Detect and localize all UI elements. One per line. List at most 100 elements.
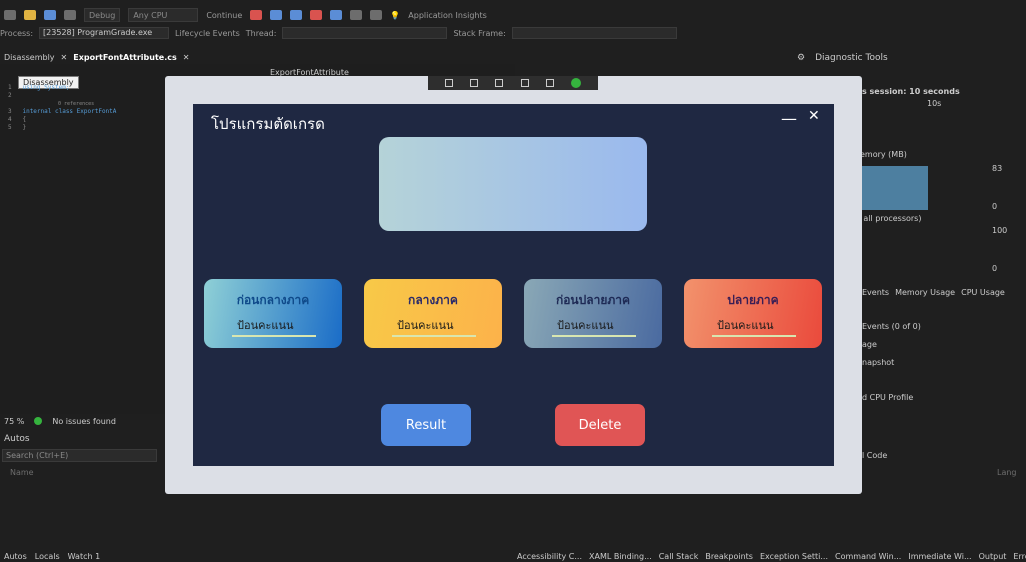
save-icon[interactable] bbox=[44, 10, 56, 20]
tab-immediate-window[interactable]: Immediate Wi... bbox=[908, 552, 972, 561]
pause-icon[interactable] bbox=[290, 10, 303, 20]
xaml-debug-toolbar bbox=[428, 76, 598, 90]
minimize-button[interactable]: — bbox=[781, 109, 797, 128]
score-input[interactable]: ป้อนคะแนน bbox=[552, 315, 636, 337]
insights-bulb-icon: 💡 bbox=[390, 10, 401, 20]
tab-locals[interactable]: Locals bbox=[34, 552, 60, 561]
close-icon[interactable]: ✕ bbox=[60, 52, 68, 62]
bookmark-icon[interactable] bbox=[370, 10, 383, 20]
tab-export-font-attribute[interactable]: ExportFontAttribute.cs bbox=[73, 52, 177, 62]
memory-label: emory (MB) bbox=[860, 150, 907, 159]
score-input[interactable]: ป้อนคะแนน bbox=[392, 315, 476, 337]
tab-call-stack[interactable]: Call Stack bbox=[658, 552, 699, 561]
result-button[interactable]: Result bbox=[381, 404, 471, 446]
process-bar: Process: [23528] ProgramGrade.exe Lifecy… bbox=[0, 26, 1026, 40]
memory-max: 83 bbox=[992, 164, 1003, 173]
tab-disassembly[interactable]: Disassembly bbox=[4, 52, 55, 62]
autos-name-header: Name bbox=[10, 468, 34, 477]
tab-exception-settings[interactable]: Exception Setti... bbox=[759, 552, 829, 561]
grade-app: โปรแกรมตัดเกรด — ✕ ก่อนกลางภาค ป้อนคะแนน… bbox=[193, 104, 834, 466]
delete-button[interactable]: Delete bbox=[555, 404, 645, 446]
check-icon bbox=[34, 417, 43, 425]
score-card-final: ปลายภาค ป้อนคะแนน bbox=[684, 279, 822, 348]
step-icon[interactable] bbox=[350, 10, 363, 20]
card-title: ก่อนกลางภาค bbox=[236, 293, 310, 307]
cpu-max: 100 bbox=[992, 226, 1008, 235]
application-insights-button[interactable]: Application Insights bbox=[408, 10, 487, 20]
bottom-tabs-right: Accessibility C... XAML Binding... Call … bbox=[517, 552, 1026, 561]
take-snapshot-button[interactable]: napshot bbox=[862, 358, 895, 367]
platform-select[interactable]: Any CPU bbox=[128, 8, 199, 22]
check-icon[interactable] bbox=[570, 78, 581, 88]
stack-frame-select[interactable] bbox=[511, 27, 677, 39]
process-label: Process: bbox=[0, 28, 34, 38]
adorners-icon[interactable] bbox=[520, 79, 529, 87]
diagnostic-tools-title: Diagnostic Tools bbox=[815, 53, 888, 63]
class-navigator[interactable]: ExportFontAttribute bbox=[270, 68, 349, 77]
tab-accessibility[interactable]: Accessibility C... bbox=[517, 552, 582, 561]
thread-label: Thread: bbox=[245, 28, 277, 38]
back-icon[interactable] bbox=[4, 10, 16, 20]
config-select[interactable]: Debug bbox=[84, 8, 121, 22]
hot-reload-icon[interactable] bbox=[250, 10, 263, 20]
card-title: ก่อนปลายภาค bbox=[555, 293, 631, 307]
open-folder-icon[interactable] bbox=[24, 10, 36, 20]
memory-usage-item[interactable]: age bbox=[862, 340, 877, 349]
code-column-header: l Code bbox=[862, 451, 888, 460]
card-title: กลางภาค bbox=[408, 293, 458, 307]
tab-cpu-usage[interactable]: CPU Usage bbox=[961, 288, 1005, 297]
autos-search-input[interactable]: Search (Ctrl+E) bbox=[2, 449, 157, 462]
zoom-select[interactable]: 75 % bbox=[4, 416, 25, 426]
memory-chart bbox=[860, 166, 928, 210]
memory-min: 0 bbox=[992, 202, 998, 211]
document-tabs: Disassembly ✕ ExportFontAttribute.cs ✕ bbox=[0, 50, 515, 64]
tab-error-list[interactable]: Error List bbox=[1013, 552, 1026, 561]
close-button[interactable]: ✕ bbox=[808, 108, 820, 124]
score-input[interactable]: ป้อนคะแนน bbox=[232, 315, 316, 337]
bottom-tabs-left: Autos Locals Watch 1 bbox=[4, 552, 100, 561]
app-title: โปรแกรมตัดเกรด bbox=[211, 115, 325, 133]
score-card-before-midterm: ก่อนกลางภาค ป้อนคะแนน bbox=[204, 279, 342, 348]
gear-icon[interactable]: ⚙ bbox=[797, 53, 806, 63]
accessibility-icon[interactable] bbox=[545, 79, 554, 87]
score-card-before-final: ก่อนปลายภาค ป้อนคะแนน bbox=[524, 279, 662, 348]
code-text: 1 using System; 2 0 references 3 interna… bbox=[8, 84, 117, 131]
score-input[interactable]: ป้อนคะแนน bbox=[712, 315, 796, 337]
tab-command-window[interactable]: Command Win... bbox=[835, 552, 902, 561]
tab-breakpoints[interactable]: Breakpoints bbox=[705, 552, 753, 561]
events-count: Events (0 of 0) bbox=[862, 322, 921, 331]
tab-autos[interactable]: Autos bbox=[4, 552, 27, 561]
editor-status-bar: 75 % No issues found bbox=[0, 414, 515, 428]
timeline-tick: 10s bbox=[927, 99, 942, 108]
undo-icon[interactable] bbox=[64, 10, 76, 20]
tab-events[interactable]: Events bbox=[862, 288, 890, 297]
close-icon[interactable]: ✕ bbox=[182, 52, 190, 62]
card-title: ปลายภาค bbox=[727, 293, 779, 307]
diagnostic-tabs: Events Memory Usage CPU Usage bbox=[862, 288, 1005, 297]
autos-title: Autos bbox=[4, 434, 30, 444]
record-cpu-profile-button[interactable]: d CPU Profile bbox=[862, 393, 914, 402]
tab-output[interactable]: Output bbox=[978, 552, 1007, 561]
restart-icon[interactable] bbox=[330, 10, 343, 20]
cpu-label: f all processors) bbox=[858, 214, 922, 223]
issues-status[interactable]: No issues found bbox=[52, 416, 116, 426]
cpu-min: 0 bbox=[992, 264, 998, 273]
score-card-midterm: กลางภาค ป้อนคะแนน bbox=[364, 279, 502, 348]
tab-memory-usage[interactable]: Memory Usage bbox=[895, 288, 956, 297]
track-focus-icon[interactable] bbox=[495, 79, 504, 87]
stack-frame-label: Stack Frame: bbox=[453, 28, 506, 38]
diagnostic-tools-header: ⚙ Diagnostic Tools bbox=[797, 53, 888, 63]
disassembly-tooltip: Disassembly bbox=[18, 76, 79, 89]
stop-icon[interactable] bbox=[310, 10, 323, 20]
select-element-icon[interactable] bbox=[445, 79, 454, 87]
lang-column-header: Lang bbox=[997, 468, 1017, 477]
display-layout-icon[interactable] bbox=[470, 79, 479, 87]
vs-toolbar: Debug Any CPU Continue 💡 Application Ins… bbox=[0, 0, 1026, 30]
continue-button[interactable]: Continue bbox=[206, 10, 243, 20]
tab-xaml-binding[interactable]: XAML Binding... bbox=[588, 552, 652, 561]
process-select[interactable]: [23528] ProgramGrade.exe bbox=[39, 27, 170, 39]
thread-select[interactable] bbox=[282, 27, 448, 39]
diagnostic-icon[interactable] bbox=[270, 10, 283, 20]
lifecycle-events-button[interactable]: Lifecycle Events bbox=[175, 28, 240, 38]
tab-watch[interactable]: Watch 1 bbox=[67, 552, 101, 561]
